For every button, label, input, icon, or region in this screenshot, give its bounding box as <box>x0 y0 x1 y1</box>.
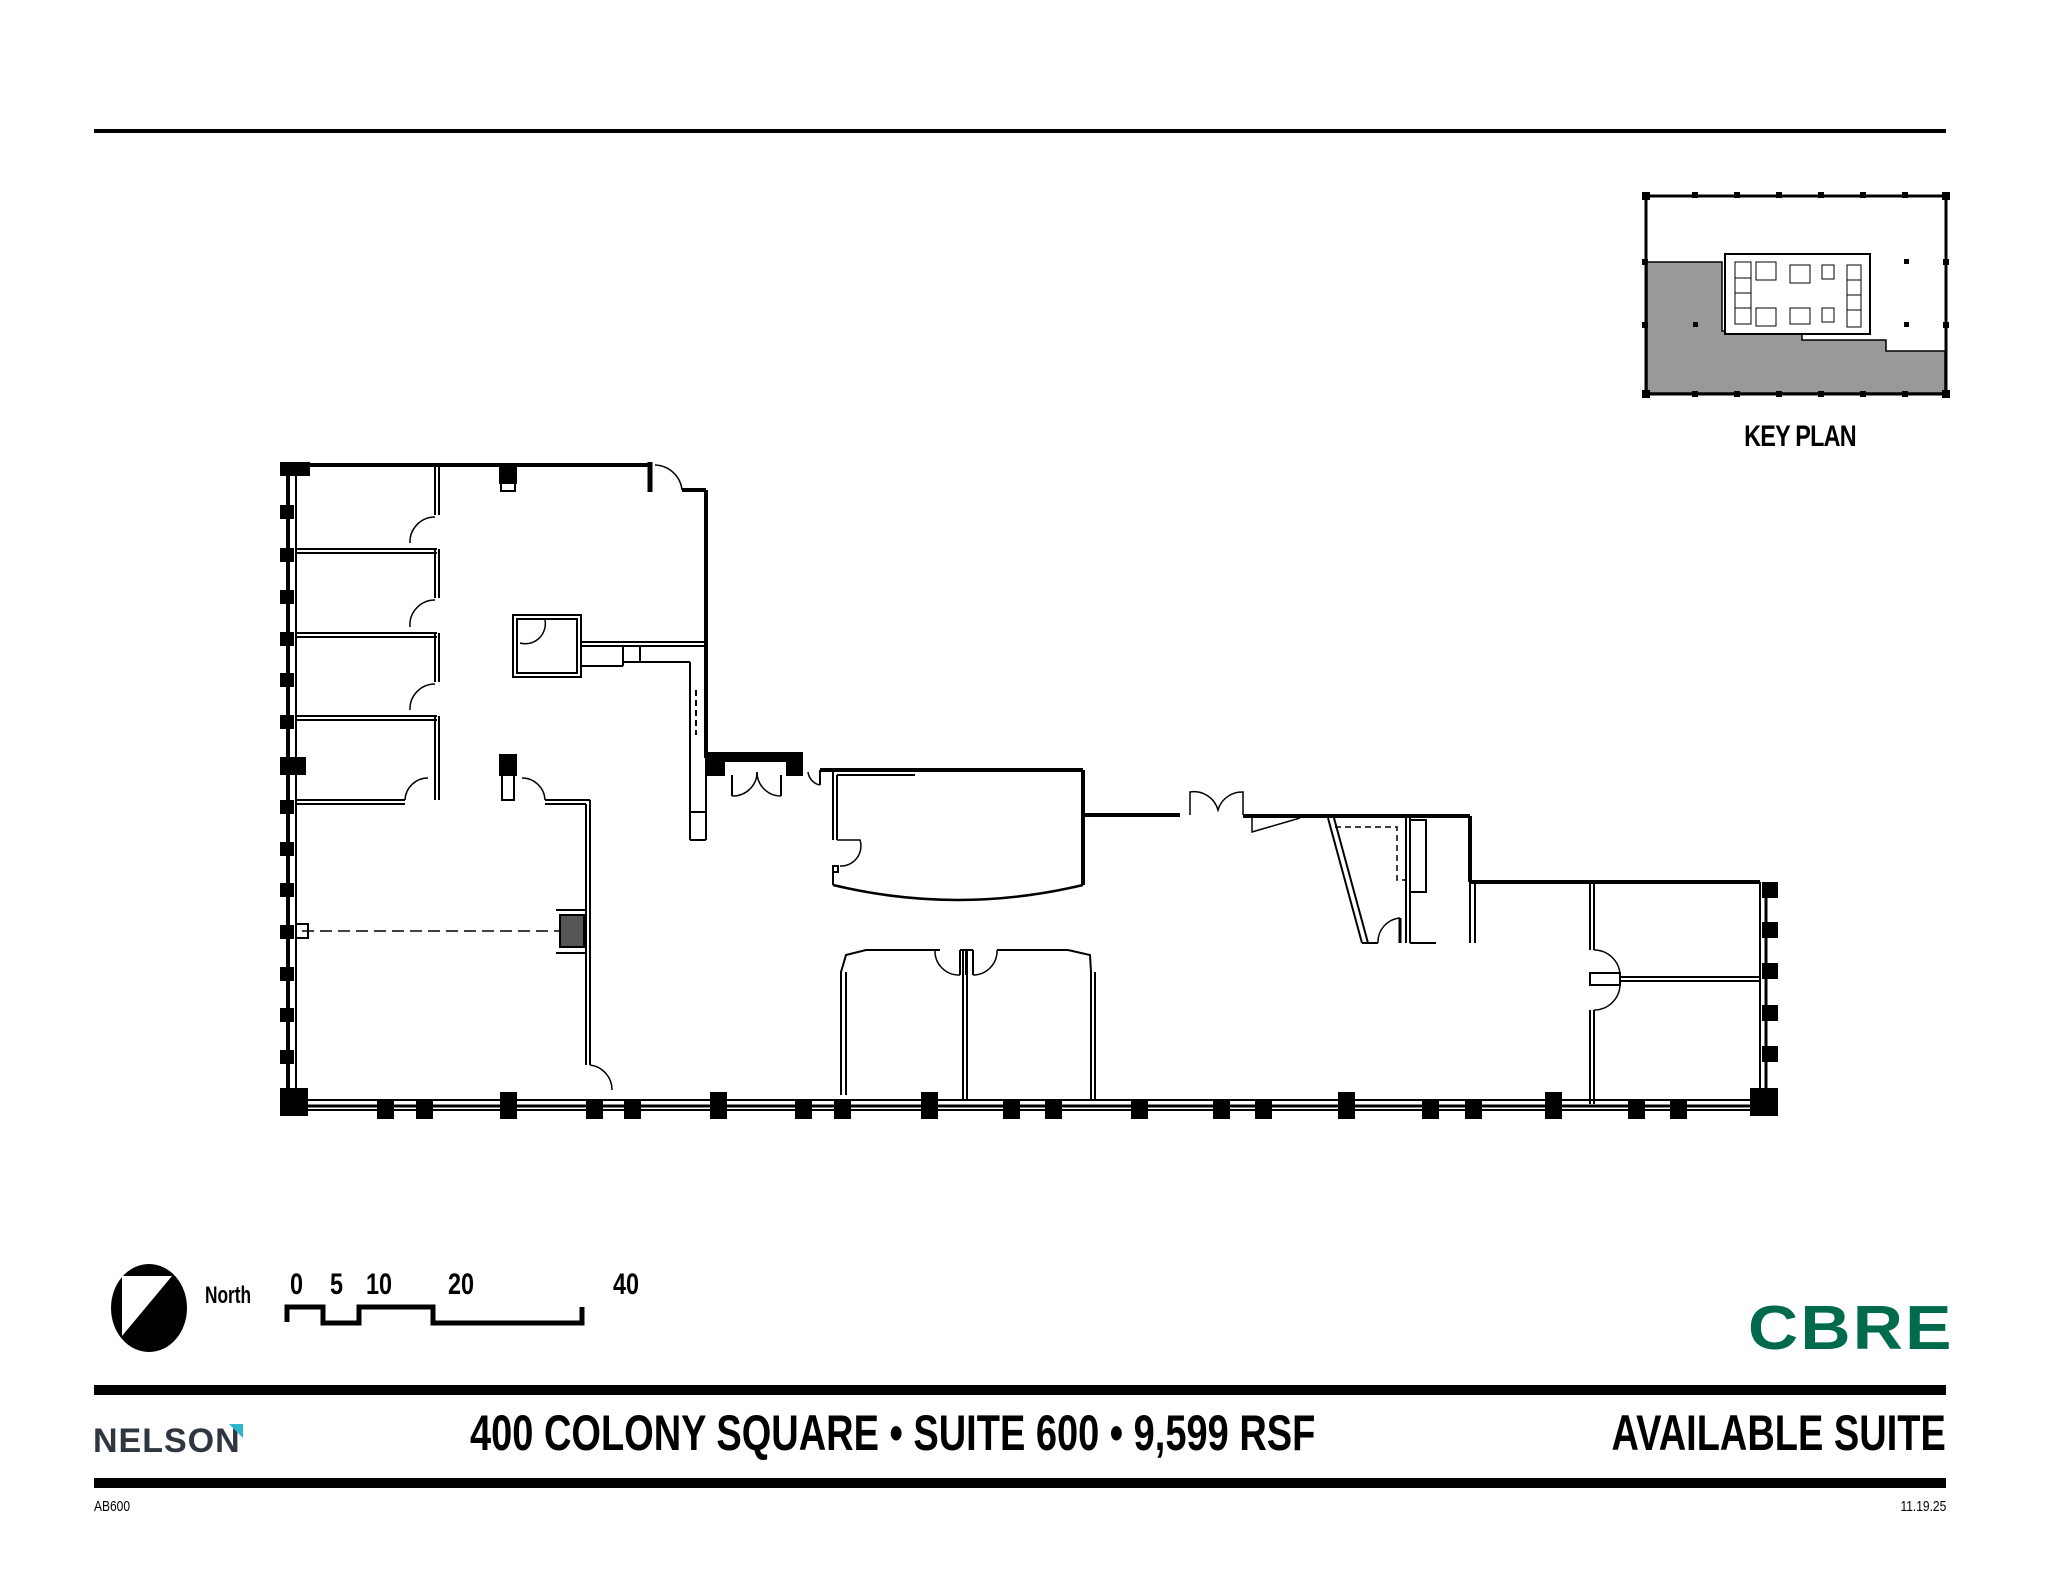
scale-tick-20: 20 <box>448 1268 475 1301</box>
top-rule <box>94 129 1946 133</box>
scale-tick-40: 40 <box>613 1268 640 1301</box>
scale-tick-5: 5 <box>330 1268 344 1301</box>
drawing-code: AB600 <box>94 1498 131 1515</box>
drawing-date: 11.19.25 <box>1900 1498 1946 1515</box>
nelson-logo: NELSON <box>93 1422 243 1460</box>
suite-title: 400 COLONY SQUARE • SUITE 600 • 9,599 RS… <box>470 1405 1316 1461</box>
scale-tick-0: 0 <box>290 1268 304 1301</box>
status-label: AVAILABLE SUITE <box>1611 1405 1946 1461</box>
scale-bar <box>284 1304 585 1326</box>
scale-tick-10: 10 <box>366 1268 393 1301</box>
cbre-logo: CBRE <box>1748 1294 1954 1363</box>
nelson-accent-icon <box>228 1424 243 1438</box>
title-rule-bottom <box>94 1478 1946 1488</box>
title-rule-top <box>94 1385 1946 1395</box>
north-label: North <box>205 1282 252 1309</box>
nelson-logo-text: NELSON <box>93 1422 241 1460</box>
north-arrow-icon <box>111 1264 187 1352</box>
key-plan-label: KEY PLAN <box>1744 420 1856 453</box>
key-plan <box>1642 192 1950 398</box>
